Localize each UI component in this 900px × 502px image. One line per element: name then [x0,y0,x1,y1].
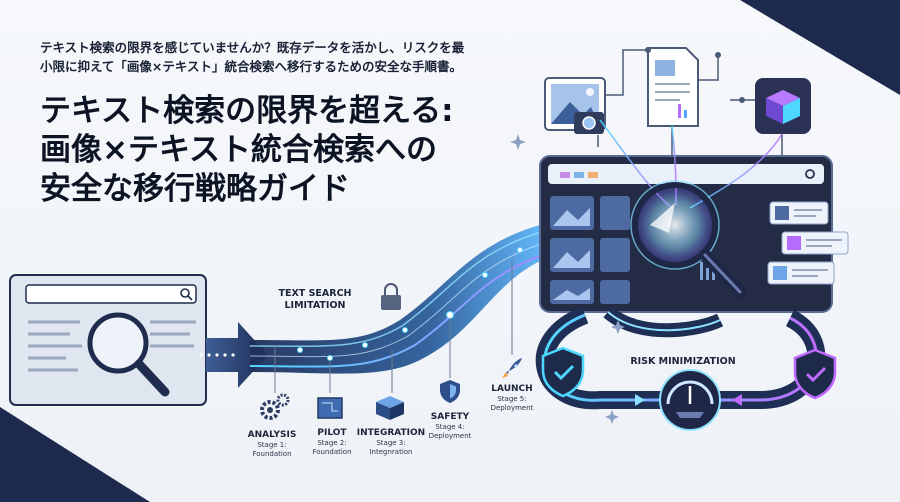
risk-minimization-label: RISK MINIMIZATION [630,356,736,367]
padlock-icon [381,283,401,310]
stage-5-label: LAUNCH Stage 5: Deployment [490,384,534,412]
stage-2-label: PILOT Stage 2: Foundation [312,428,352,456]
shield-check-icon-left [541,346,585,398]
subtitle-text: テキスト検索の限界を感じていませんか？既存データを活かし、リスクを最小限に抑えて… [40,40,465,74]
title-line-1: テキスト検索の限界を超える: [40,93,454,129]
page-title: テキスト検索の限界を超える: 画像×テキスト統合検索への 安全な移行戦略ガイド [40,92,500,209]
gears-icon [260,393,290,420]
rocket-icon [502,358,522,378]
stage-4-label: SAFETY Stage 4: Deployment [428,412,472,440]
stage-connectors [274,260,513,393]
shield-check-icon-right [793,348,837,400]
blueprint-icon [317,397,343,419]
corner-decoration-bottom-left [0,407,150,502]
legacy-search-window [9,274,207,406]
title-line-2: 画像×テキスト統合検索への [40,132,438,168]
camera-icon [574,112,604,134]
box-icon [376,396,404,420]
document-icon [647,47,699,127]
magnifier-lens-icon [630,180,746,298]
gauge-icon [659,369,721,431]
stage-1-label: ANALYSIS Stage 1: Foundation [247,430,297,458]
shield-icon [440,380,460,403]
title-line-3: 安全な移行戦略ガイド [40,171,350,207]
cube-icon [755,78,811,134]
stage-3-label: INTEGRATION Stage 3: Integnration [356,428,426,456]
text-search-limitation-label: TEXT SEARCH LIMITATION [278,288,352,311]
result-cards [767,201,849,285]
sparkle-decorations [510,134,625,424]
